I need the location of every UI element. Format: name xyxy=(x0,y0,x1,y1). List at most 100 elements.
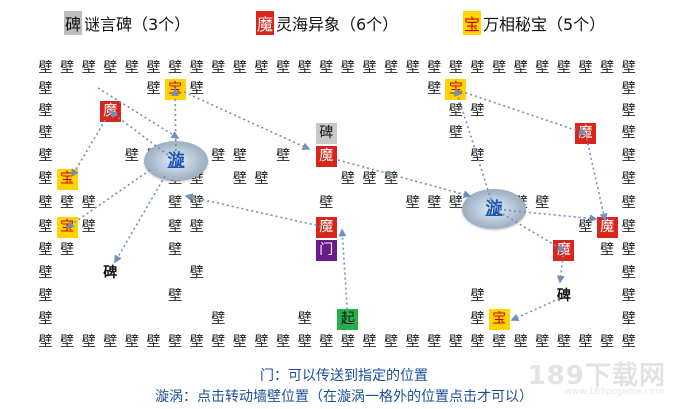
wall-cell: 壁 xyxy=(362,60,377,76)
wall-cell: 壁 xyxy=(600,242,615,258)
wall-cell: 壁 xyxy=(146,334,161,350)
wall-cell: 壁 xyxy=(578,334,593,350)
wall-cell: 壁 xyxy=(340,171,355,187)
wall-cell: 壁 xyxy=(535,334,550,350)
wall-cell: 壁 xyxy=(189,219,204,235)
demon-cell: 魔 xyxy=(553,240,575,261)
wall-cell: 壁 xyxy=(297,311,312,327)
stele-cell: 碑 xyxy=(103,265,118,281)
wall-cell: 壁 xyxy=(60,242,75,258)
legend-demon-label: 灵海异象（6个） xyxy=(276,15,399,34)
wall-cell: 壁 xyxy=(38,334,53,350)
wall-cell: 壁 xyxy=(211,334,226,350)
wall-cell: 壁 xyxy=(60,60,75,76)
stele-cell: 碑 xyxy=(315,123,337,144)
wall-cell: 壁 xyxy=(578,60,593,76)
wall-cell: 壁 xyxy=(600,334,615,350)
wall-cell: 壁 xyxy=(621,311,636,327)
wall-cell: 壁 xyxy=(621,60,636,76)
wall-cell: 壁 xyxy=(492,334,507,350)
legend-stele: 碑谜言碑（3个） xyxy=(64,11,190,35)
wall-cell: 壁 xyxy=(189,265,204,281)
wall-cell: 壁 xyxy=(38,265,53,281)
wall-cell: 壁 xyxy=(600,60,615,76)
wall-cell: 壁 xyxy=(556,334,571,350)
demon-cell: 魔 xyxy=(596,217,618,238)
wall-cell: 壁 xyxy=(427,334,442,350)
wall-cell: 壁 xyxy=(621,242,636,258)
wall-cell: 壁 xyxy=(254,171,269,187)
wall-cell: 壁 xyxy=(211,311,226,327)
wall-cell: 壁 xyxy=(319,195,334,211)
wall-cell: 壁 xyxy=(621,103,636,119)
wall-cell: 壁 xyxy=(448,103,463,119)
wall-cell: 壁 xyxy=(38,288,53,304)
wall-cell: 壁 xyxy=(470,60,485,76)
wall-cell: 壁 xyxy=(146,60,161,76)
wall-cell: 壁 xyxy=(427,81,442,97)
wall-cell: 壁 xyxy=(81,219,96,235)
wall-cell: 壁 xyxy=(168,242,183,258)
wall-cell: 壁 xyxy=(319,60,334,76)
wall-cell: 壁 xyxy=(621,171,636,187)
wall-cell: 壁 xyxy=(340,334,355,350)
vortex-left[interactable]: 漩 xyxy=(144,141,208,181)
wall-cell: 壁 xyxy=(621,81,636,97)
wall-cell: 壁 xyxy=(38,148,53,164)
wall-cell: 壁 xyxy=(189,195,204,211)
wall-cell: 壁 xyxy=(621,334,636,350)
wall-cell: 壁 xyxy=(405,334,420,350)
wall-cell: 壁 xyxy=(448,60,463,76)
wall-cell: 壁 xyxy=(276,60,291,76)
wall-cell: 壁 xyxy=(168,195,183,211)
wall-cell: 壁 xyxy=(621,265,636,281)
stele-swatch: 碑 xyxy=(64,11,83,35)
wall-cell: 壁 xyxy=(556,60,571,76)
wall-cell: 壁 xyxy=(535,195,550,211)
wall-cell: 壁 xyxy=(60,195,75,211)
treasure-cell: 宝 xyxy=(164,79,186,100)
wall-cell: 壁 xyxy=(38,242,53,258)
wall-cell: 壁 xyxy=(448,125,463,141)
wall-cell: 壁 xyxy=(38,219,53,235)
watermark: 189下载网 www.189pcgame.com xyxy=(494,359,674,399)
wall-cell: 壁 xyxy=(384,171,399,187)
vortex-right[interactable]: 漩 xyxy=(462,189,526,229)
legend-treasure: 宝万相秘宝（5个） xyxy=(463,11,605,35)
demon-cell: 魔 xyxy=(315,217,337,238)
wall-cell: 壁 xyxy=(513,334,528,350)
wall-cell: 壁 xyxy=(38,195,53,211)
wall-cell: 壁 xyxy=(168,219,183,235)
watermark-main: 189下载网 xyxy=(527,361,666,391)
wall-cell: 壁 xyxy=(38,81,53,97)
wall-cell: 壁 xyxy=(621,125,636,141)
wall-cell: 壁 xyxy=(38,311,53,327)
wall-cell: 壁 xyxy=(211,60,226,76)
wall-cell: 壁 xyxy=(384,60,399,76)
wall-cell: 壁 xyxy=(38,171,53,187)
wall-cell: 壁 xyxy=(621,148,636,164)
wall-cell: 壁 xyxy=(60,334,75,350)
wall-cell: 壁 xyxy=(124,334,139,350)
wall-cell: 壁 xyxy=(340,60,355,76)
wall-cell: 壁 xyxy=(470,334,485,350)
wall-cell: 壁 xyxy=(470,288,485,304)
wall-cell: 壁 xyxy=(81,195,96,211)
wall-cell: 壁 xyxy=(81,334,96,350)
vortex-label: 漩 xyxy=(485,199,503,219)
wall-cell: 壁 xyxy=(232,148,247,164)
wall-cell: 壁 xyxy=(124,148,139,164)
wall-cell: 壁 xyxy=(103,334,118,350)
wall-cell: 壁 xyxy=(168,60,183,76)
wall-cell: 壁 xyxy=(232,171,247,187)
wall-cell: 壁 xyxy=(211,148,226,164)
wall-cell: 壁 xyxy=(103,60,118,76)
wall-cell: 壁 xyxy=(254,60,269,76)
wall-cell: 壁 xyxy=(38,125,53,141)
wall-cell: 壁 xyxy=(189,81,204,97)
wall-cell: 壁 xyxy=(319,334,334,350)
wall-cell: 壁 xyxy=(470,103,485,119)
wall-cell: 壁 xyxy=(297,334,312,350)
wall-cell: 壁 xyxy=(470,148,485,164)
